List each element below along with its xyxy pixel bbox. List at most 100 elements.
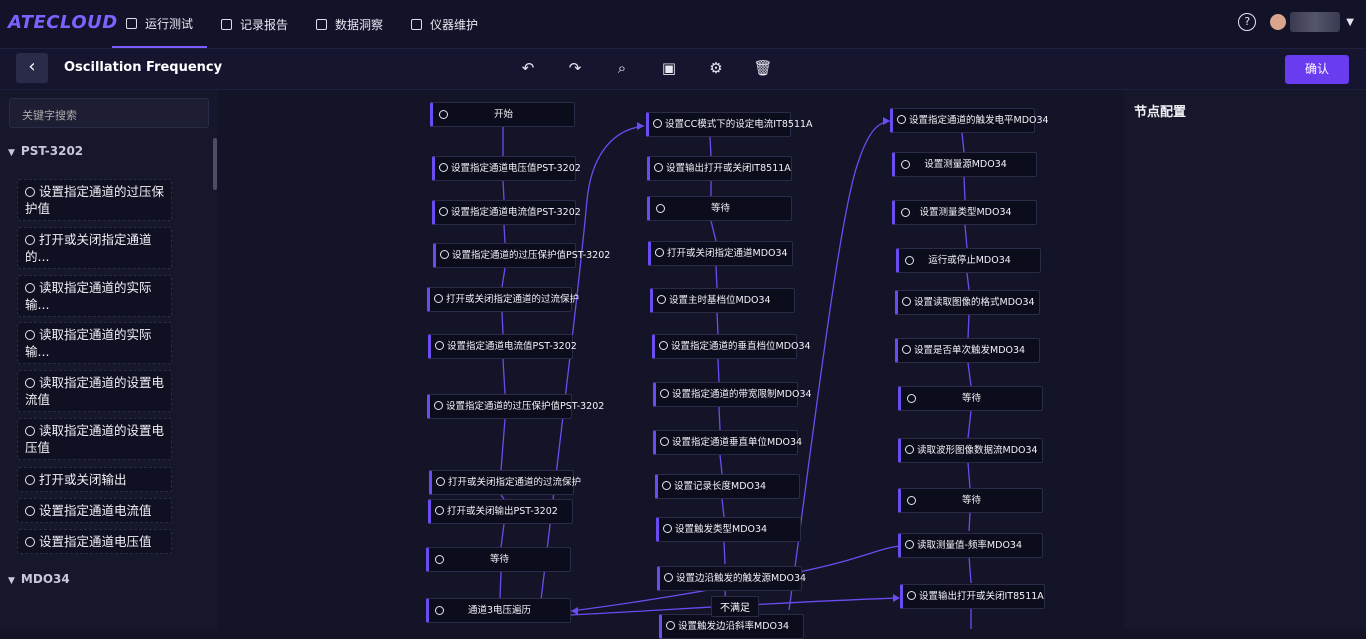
flow-node-loop[interactable]: 通道3电压遍历 — [426, 598, 571, 623]
clipboard-icon — [221, 18, 233, 30]
flow-node[interactable]: 设置测量源MDO34 — [892, 152, 1037, 177]
flow-node[interactable]: 设置指定通道的垂直档位MDO34 — [652, 334, 811, 359]
flow-node[interactable]: 设置记录长度MDO34 — [655, 474, 800, 499]
gauge-icon — [905, 256, 914, 265]
list-item[interactable]: 读取指定通道的设置电压值 — [17, 418, 172, 460]
flow-node-wait[interactable]: 等待 — [898, 488, 1043, 513]
back-button[interactable]: ‹ — [16, 53, 48, 83]
flow-node-start[interactable]: 开始 — [430, 102, 575, 127]
page-title: Oscillation Frequency — [64, 60, 223, 75]
gauge-icon — [662, 481, 671, 490]
gauge-icon — [666, 621, 675, 630]
search-input[interactable]: 关键字搜索 — [9, 98, 209, 128]
clock-icon — [439, 110, 448, 119]
gauge-icon — [435, 341, 444, 350]
flow-node[interactable]: 打开或关闭指定通道的过流保护 — [427, 287, 579, 312]
flow-node[interactable]: 设置触发边沿斜率MDO34 — [659, 614, 804, 639]
flow-node[interactable]: 设置指定通道垂直单位MDO34 — [653, 430, 802, 455]
scrollbar[interactable] — [213, 138, 217, 190]
clock-icon — [907, 394, 916, 403]
nav-item-run-test[interactable]: 运行测试 — [112, 0, 208, 48]
flow-node[interactable]: 设置主时基档位MDO34 — [650, 288, 795, 313]
redo-icon[interactable]: ↷ — [568, 59, 582, 77]
username-blurred — [1290, 12, 1341, 32]
flow-node-wait[interactable]: 等待 — [647, 196, 792, 221]
flow-node[interactable]: 打开或关闭指定通道MDO34 — [648, 241, 793, 266]
flow-node[interactable]: 设置指定通道电流值PST-3202 — [432, 200, 581, 225]
gauge-icon — [435, 506, 444, 515]
flow-node[interactable]: 设置指定通道电流值PST-3202 — [428, 334, 577, 359]
flow-canvas[interactable]: 开始 设置指定通道电压值PST-3202 设置指定通道电流值PST-3202 设… — [219, 90, 1123, 639]
list-item[interactable]: 设置指定通道电流值 — [17, 498, 172, 523]
gauge-icon — [25, 283, 35, 293]
help-icon[interactable]: ? — [1238, 13, 1257, 31]
chart-check-icon[interactable]: ▣ — [661, 59, 677, 77]
gauge-icon — [25, 537, 35, 547]
edge-label-not-satisfied[interactable]: 不满足 — [711, 596, 759, 617]
gauge-icon — [664, 573, 673, 582]
gauge-icon — [653, 119, 662, 128]
gauge-icon — [436, 477, 445, 486]
flow-node[interactable]: 设置指定通道的触发电平MDO34 — [890, 108, 1049, 133]
dropdown-caret-icon[interactable]: ▼ — [1346, 16, 1354, 28]
flow-node[interactable]: 设置指定通道的带宽限制MDO34 — [653, 382, 812, 407]
clock-icon — [435, 555, 444, 564]
search-icon[interactable]: ⌕ — [617, 59, 627, 77]
clock-icon — [907, 496, 916, 505]
list-item[interactable]: 读取指定通道的设置电流值 — [17, 370, 172, 412]
avatar[interactable] — [1270, 14, 1287, 30]
flow-node[interactable]: 设置指定通道电压值PST-3202 — [432, 156, 581, 181]
gauge-icon — [25, 330, 35, 340]
list-item[interactable]: 打开或关闭指定通道的... — [17, 227, 172, 269]
flow-node[interactable]: 打开或关闭指定通道的过流保护 — [429, 470, 581, 495]
gauge-icon — [907, 591, 916, 600]
nav-item-report[interactable]: 记录报告 — [207, 0, 302, 48]
loop-icon — [435, 606, 444, 615]
gauge-icon — [25, 235, 35, 245]
editor-toolbar: ‹ Oscillation Frequency ↶ ↷ ⌕ ▣ ⚙ 🗑 确认 — [0, 49, 1366, 90]
flow-node[interactable]: 设置指定通道的过压保护值PST-3202 — [433, 243, 610, 268]
group-header-mdo34[interactable]: ▼MDO34 — [8, 572, 70, 586]
flow-node[interactable]: 设置触发类型MDO34 — [656, 517, 801, 542]
flow-node[interactable]: 设置测量类型MDO34 — [892, 200, 1037, 225]
flow-node[interactable]: 运行或停止MDO34 — [896, 248, 1041, 273]
undo-icon[interactable]: ↶ — [521, 59, 535, 77]
gauge-icon — [439, 163, 448, 172]
expand-triangle-icon: ▼ — [8, 148, 15, 158]
list-item[interactable]: 打开或关闭输出 — [17, 467, 172, 492]
list-item[interactable]: 设置指定通道的过压保护值 — [17, 179, 172, 221]
flow-node[interactable]: 设置读取图像的格式MDO34 — [895, 290, 1040, 315]
flow-node[interactable]: 设置是否单次触发MDO34 — [895, 338, 1040, 363]
flow-node[interactable]: 读取波形图像数据流MDO34 — [898, 438, 1043, 463]
flow-node[interactable]: 设置指定通道的过压保护值PST-3202 — [427, 394, 604, 419]
confirm-button[interactable]: 确认 — [1285, 55, 1349, 84]
toolbar-actions: ↶ ↷ ⌕ ▣ ⚙ 🗑 — [518, 58, 800, 78]
group-header-pst3202[interactable]: ▼PST-3202 — [8, 144, 84, 158]
flow-node[interactable]: 打开或关闭输出PST-3202 — [428, 499, 573, 524]
gauge-icon — [434, 401, 443, 410]
flow-node[interactable]: 设置输出打开或关闭IT8511A — [900, 584, 1045, 609]
flow-node[interactable]: 设置输出打开或关闭IT8511A — [647, 156, 792, 181]
logo: ATECLOUD — [8, 12, 118, 33]
gauge-icon — [660, 389, 669, 398]
flow-node-wait[interactable]: 等待 — [426, 547, 571, 572]
list-item[interactable]: 读取指定通道的实际输... — [17, 275, 172, 317]
settings-sliders-icon[interactable]: ⚙ — [709, 59, 723, 77]
user-area: ? ▼ — [1238, 12, 1354, 32]
delete-icon[interactable]: 🗑 — [753, 59, 773, 77]
flow-node[interactable]: 设置边沿触发的触发源MDO34 — [657, 566, 806, 591]
gauge-icon — [905, 540, 914, 549]
list-item[interactable]: 读取指定通道的实际输... — [17, 322, 172, 364]
flow-node-wait[interactable]: 等待 — [898, 386, 1043, 411]
monitor-icon — [126, 17, 137, 29]
top-bar: ATECLOUD 运行测试 记录报告 数据洞察 仪器维护 ? ▼ — [0, 0, 1366, 49]
flow-node[interactable]: 设置CC模式下的设定电流IT8511A — [646, 112, 813, 137]
nav-item-instrument[interactable]: 仪器维护 — [397, 0, 492, 48]
main-nav: 运行测试 记录报告 数据洞察 仪器维护 — [112, 0, 492, 48]
gauge-icon — [897, 115, 906, 124]
list-item[interactable]: 设置指定通道电压值 — [17, 529, 172, 554]
flow-node[interactable]: 读取测量值-频率MDO34 — [898, 533, 1043, 558]
gauge-icon — [655, 248, 664, 257]
gauge-icon — [905, 445, 914, 454]
nav-item-insight[interactable]: 数据洞察 — [302, 0, 397, 48]
